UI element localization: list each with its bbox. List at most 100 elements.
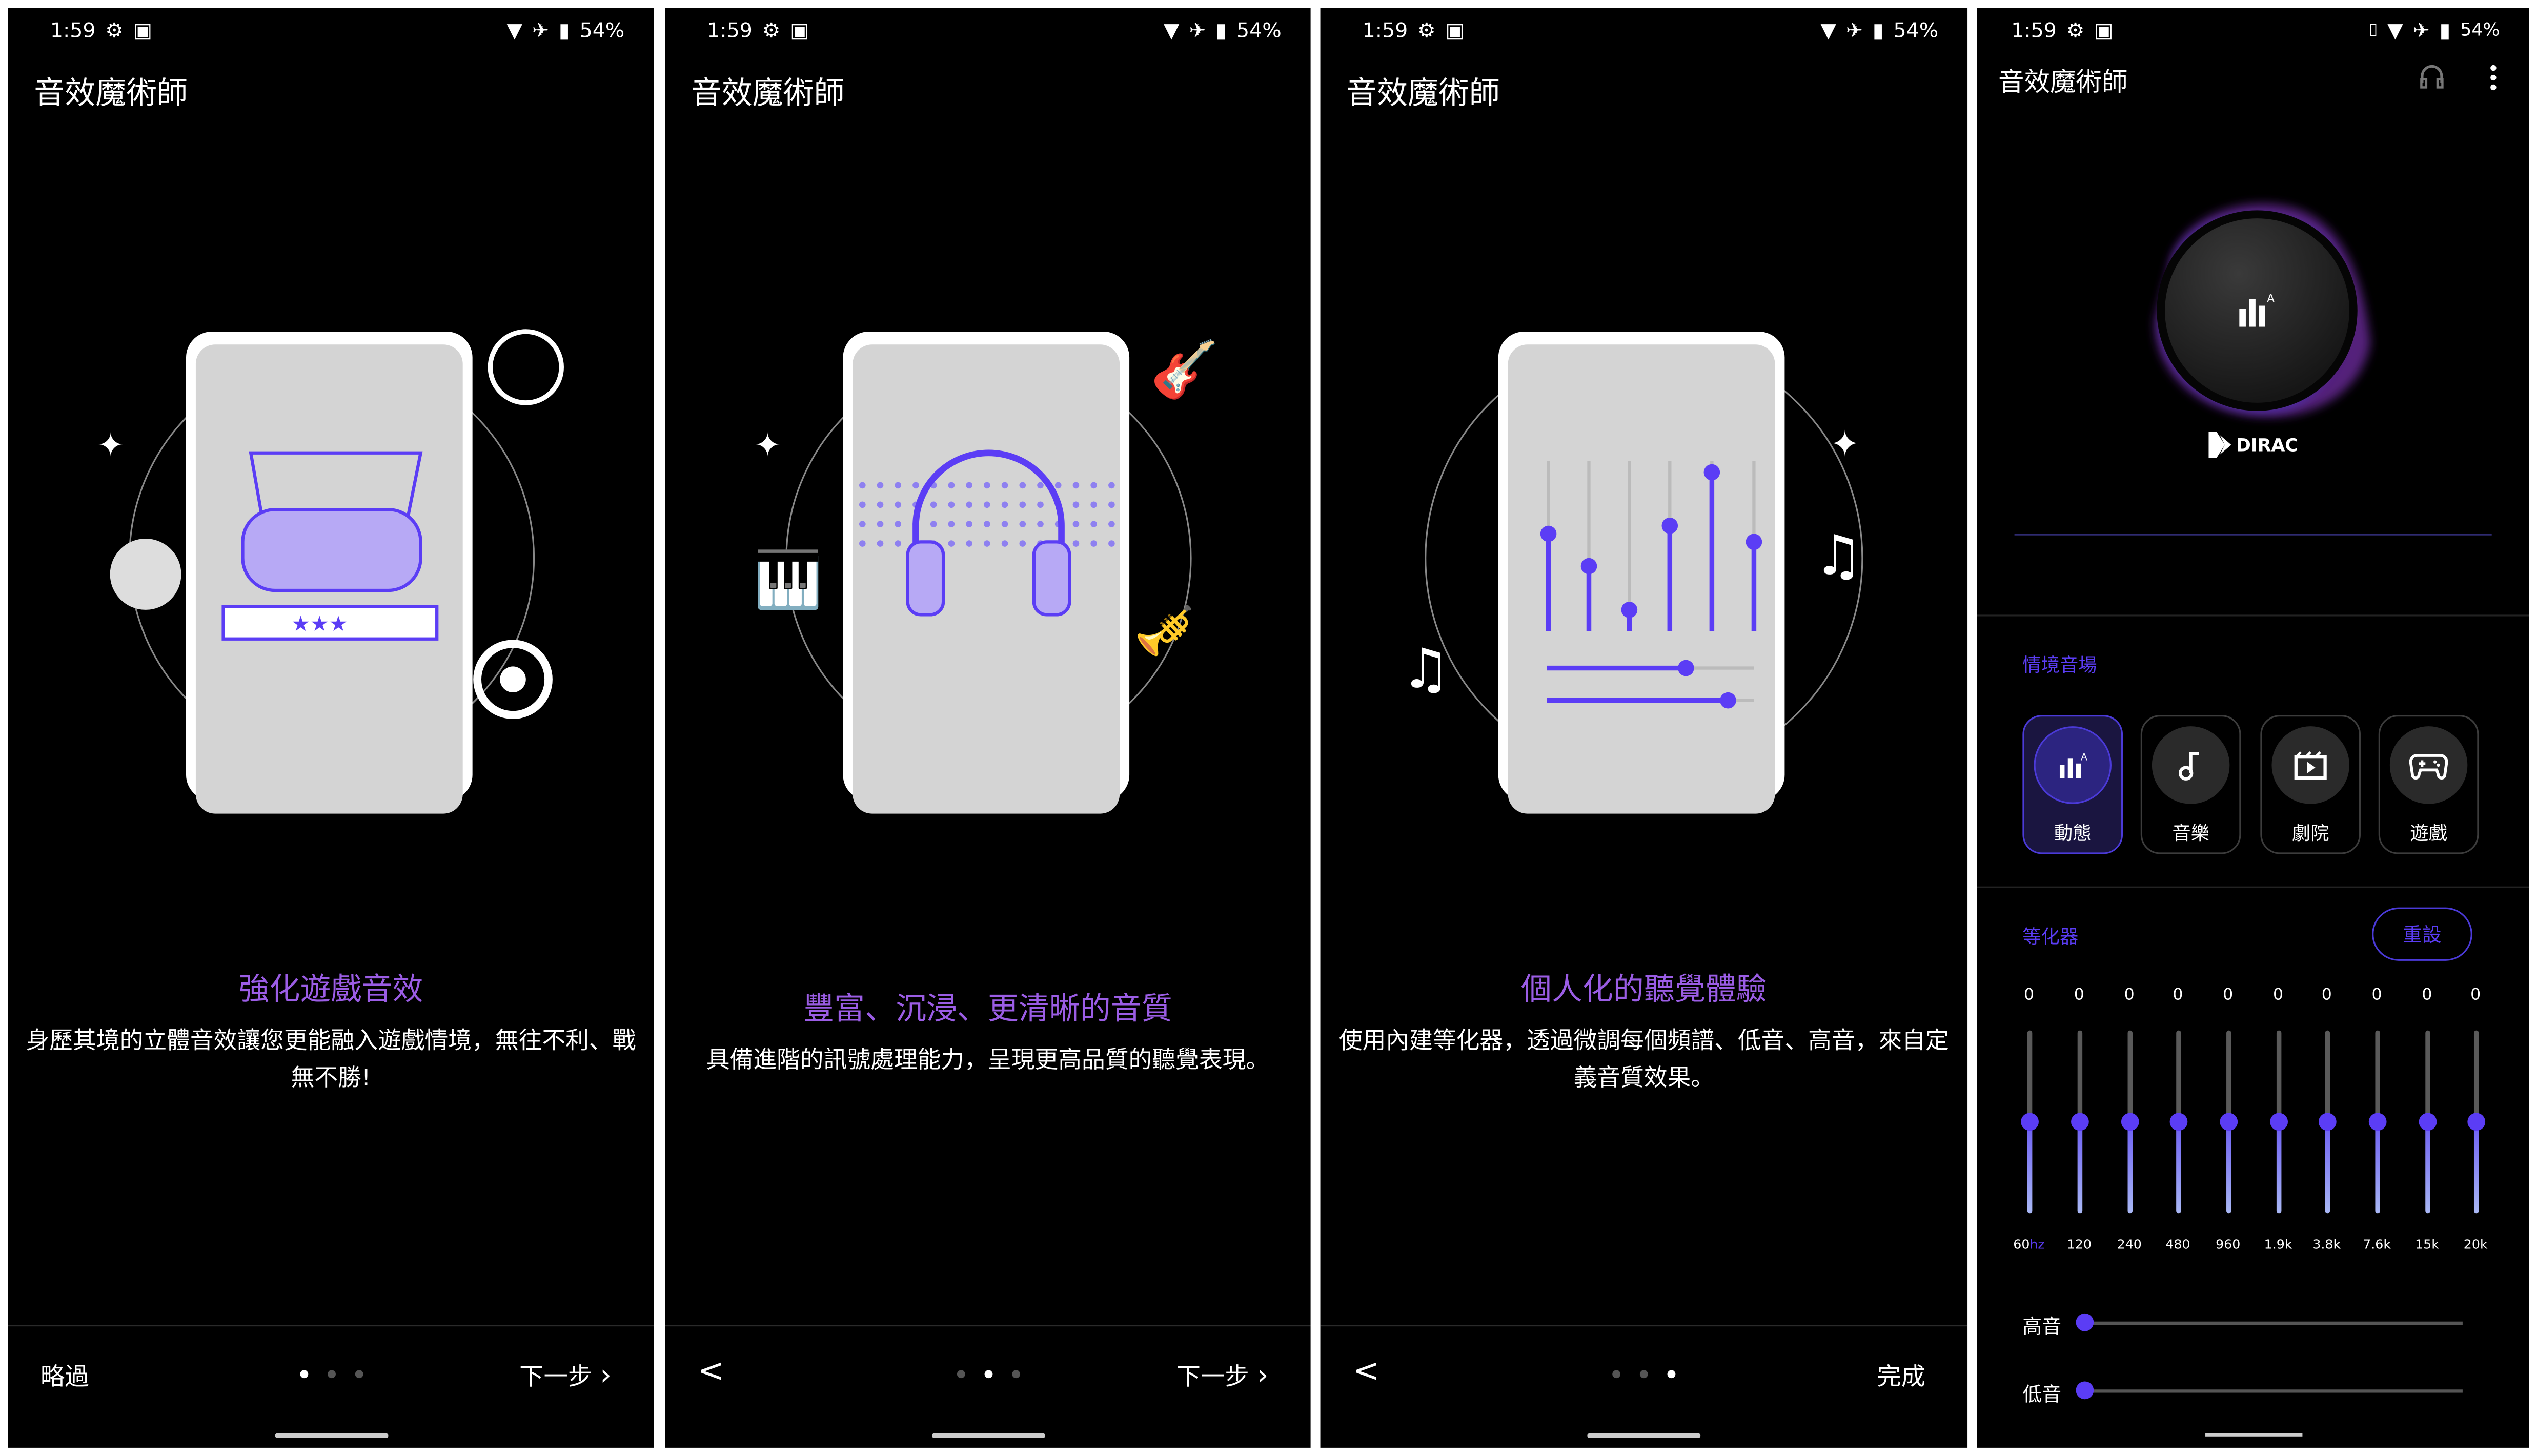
dynamic-icon: A bbox=[2034, 726, 2112, 804]
onboarding-illustration: ★★★ ✦ bbox=[97, 329, 564, 814]
eq-band-thumb[interactable] bbox=[2169, 1113, 2187, 1131]
next-label: 完成 bbox=[1877, 1362, 1925, 1391]
home-indicator[interactable] bbox=[1587, 1433, 1701, 1438]
skip-button[interactable]: 略過 bbox=[40, 1362, 89, 1391]
eq-band-value: 0 bbox=[2173, 987, 2183, 1005]
bottom-divider bbox=[8, 1325, 654, 1327]
eq-band-value: 0 bbox=[2273, 987, 2284, 1005]
eq-band-slider[interactable] bbox=[2120, 1030, 2139, 1214]
eq-band-fill bbox=[2473, 1121, 2478, 1214]
eq-band-value: 0 bbox=[2470, 987, 2481, 1005]
eq-band-slider[interactable] bbox=[2219, 1030, 2237, 1214]
page-dot bbox=[1612, 1370, 1621, 1379]
eq-freq: 20k bbox=[2463, 1237, 2488, 1252]
eq-band-thumb[interactable] bbox=[2120, 1113, 2139, 1131]
settings-status-icon: ⚙ bbox=[105, 17, 124, 43]
image-status-icon: ▣ bbox=[2094, 17, 2114, 43]
next-button[interactable]: 下一步 › bbox=[519, 1359, 612, 1392]
home-indicator[interactable] bbox=[2204, 1433, 2302, 1437]
onboarding-page-2: 1:59⚙▣ ▼✈▮54% 音效魔術師 🎸✦ 🎹🎺 豐富、沉浸、更清晰的音質 具… bbox=[665, 8, 1311, 1448]
eq-band-thumb[interactable] bbox=[2368, 1113, 2386, 1131]
notification-icon: ▣ bbox=[133, 17, 153, 43]
page-dot bbox=[956, 1370, 965, 1379]
eq-band-thumb[interactable] bbox=[2466, 1113, 2485, 1131]
battery-icon: ▮ bbox=[1215, 17, 1227, 43]
eq-band-value: 0 bbox=[2023, 987, 2035, 1005]
treble-slider-thumb[interactable] bbox=[2076, 1313, 2094, 1331]
mode-label: 音樂 bbox=[2172, 822, 2209, 845]
dirac-dial-button[interactable]: A bbox=[2136, 189, 2378, 438]
home-indicator[interactable] bbox=[274, 1433, 388, 1438]
next-button[interactable]: 下一步 › bbox=[1176, 1359, 1269, 1392]
bass-slider-track[interactable] bbox=[2084, 1389, 2463, 1393]
more-options-icon[interactable] bbox=[2488, 65, 2498, 97]
eq-band-value: 0 bbox=[2124, 987, 2135, 1005]
eq-band-thumb[interactable] bbox=[2269, 1113, 2287, 1131]
eq-band-thumb[interactable] bbox=[2219, 1113, 2237, 1131]
page-indicator bbox=[299, 1370, 363, 1379]
page-dot bbox=[984, 1370, 992, 1379]
svg-text:✦: ✦ bbox=[97, 426, 124, 464]
wifi-icon: ▼ bbox=[1164, 17, 1180, 43]
eq-band-fill bbox=[2374, 1121, 2380, 1214]
status-time: 1:59 bbox=[1362, 17, 1408, 43]
eq-band-slider[interactable] bbox=[2169, 1030, 2187, 1214]
equalizer-section-label: 等化器 bbox=[2022, 925, 2079, 948]
mode-gamepad[interactable]: 遊戲 bbox=[2378, 715, 2479, 854]
battery-icon: ▮ bbox=[1872, 17, 1884, 43]
eq-band-slider[interactable] bbox=[2020, 1030, 2038, 1214]
home-indicator[interactable] bbox=[931, 1433, 1045, 1438]
eq-band-value: 0 bbox=[2321, 987, 2332, 1005]
mode-music-note[interactable]: 音樂 bbox=[2140, 715, 2241, 854]
svg-text:♫: ♫ bbox=[1401, 637, 1450, 701]
eq-band-fill bbox=[2324, 1121, 2329, 1214]
battery-percent: 54% bbox=[2460, 19, 2500, 40]
eq-band-slider[interactable] bbox=[2466, 1030, 2485, 1214]
page-dot bbox=[299, 1370, 308, 1379]
headphone-icon[interactable] bbox=[2418, 61, 2447, 97]
reset-button[interactable]: 重設 bbox=[2372, 907, 2472, 961]
eq-freq: 1.9k bbox=[2264, 1237, 2292, 1252]
eq-freq: 480 bbox=[2165, 1237, 2190, 1252]
wifi-icon: ▼ bbox=[1820, 17, 1836, 43]
eq-band-thumb[interactable] bbox=[2418, 1113, 2436, 1131]
eq-band-frequency: 1.9k bbox=[2249, 1238, 2307, 1252]
eq-band-frequency: 480 bbox=[2149, 1238, 2207, 1252]
eq-band-thumb[interactable] bbox=[2318, 1113, 2336, 1131]
eq-band-slider[interactable] bbox=[2318, 1030, 2336, 1214]
onboarding-page-3: 1:59⚙▣ ▼✈▮54% 音效魔術師 ♫♫✦ 個人化的聽覺體驗 使用內建等化器… bbox=[1320, 8, 1968, 1448]
app-title: 音效魔術師 bbox=[1346, 76, 1500, 112]
done-button[interactable]: 完成 bbox=[1877, 1359, 1925, 1392]
treble-slider-track[interactable] bbox=[2084, 1321, 2463, 1325]
back-button[interactable]: < bbox=[1352, 1350, 1380, 1390]
svg-text:♫: ♫ bbox=[1814, 523, 1863, 587]
next-label: 下一步 bbox=[519, 1362, 593, 1391]
bass-slider-thumb[interactable] bbox=[2076, 1381, 2094, 1400]
mode-label: 劇院 bbox=[2291, 822, 2329, 845]
status-time: 1:59 bbox=[50, 17, 96, 43]
mode-movie-clapper[interactable]: 劇院 bbox=[2260, 715, 2361, 854]
onboarding-heading: 個人化的聽覺體驗 bbox=[1520, 972, 1767, 1008]
status-bar-right: ▼✈▮54% bbox=[1164, 18, 1282, 42]
airplane-icon: ✈ bbox=[2412, 17, 2430, 43]
wifi-icon: ▼ bbox=[2387, 17, 2403, 43]
divider bbox=[1977, 614, 2529, 617]
eq-band-thumb[interactable] bbox=[2020, 1113, 2038, 1131]
eq-band-slider[interactable] bbox=[2070, 1030, 2088, 1214]
eq-band-thumb[interactable] bbox=[2070, 1113, 2088, 1131]
svg-text:A: A bbox=[2081, 751, 2087, 763]
eq-freq: 120 bbox=[2066, 1237, 2092, 1252]
airplane-icon: ✈ bbox=[1189, 17, 1206, 43]
status-bar-left: 1:59⚙▣ bbox=[1363, 18, 1465, 42]
eq-band-slider[interactable] bbox=[2368, 1030, 2386, 1214]
back-button[interactable]: < bbox=[697, 1350, 725, 1390]
notification-icon: ▣ bbox=[790, 17, 809, 43]
eq-freq: 960 bbox=[2216, 1237, 2241, 1252]
svg-text:✦: ✦ bbox=[754, 426, 781, 464]
svg-text:★★★: ★★★ bbox=[291, 611, 348, 636]
eq-band-slider[interactable] bbox=[2418, 1030, 2436, 1214]
status-bar-right: ▯ ▼ ✈ ▮ 54% bbox=[2369, 18, 2500, 42]
status-bar-left: 1:59⚙▣ bbox=[707, 18, 809, 42]
eq-band-slider[interactable] bbox=[2269, 1030, 2287, 1214]
